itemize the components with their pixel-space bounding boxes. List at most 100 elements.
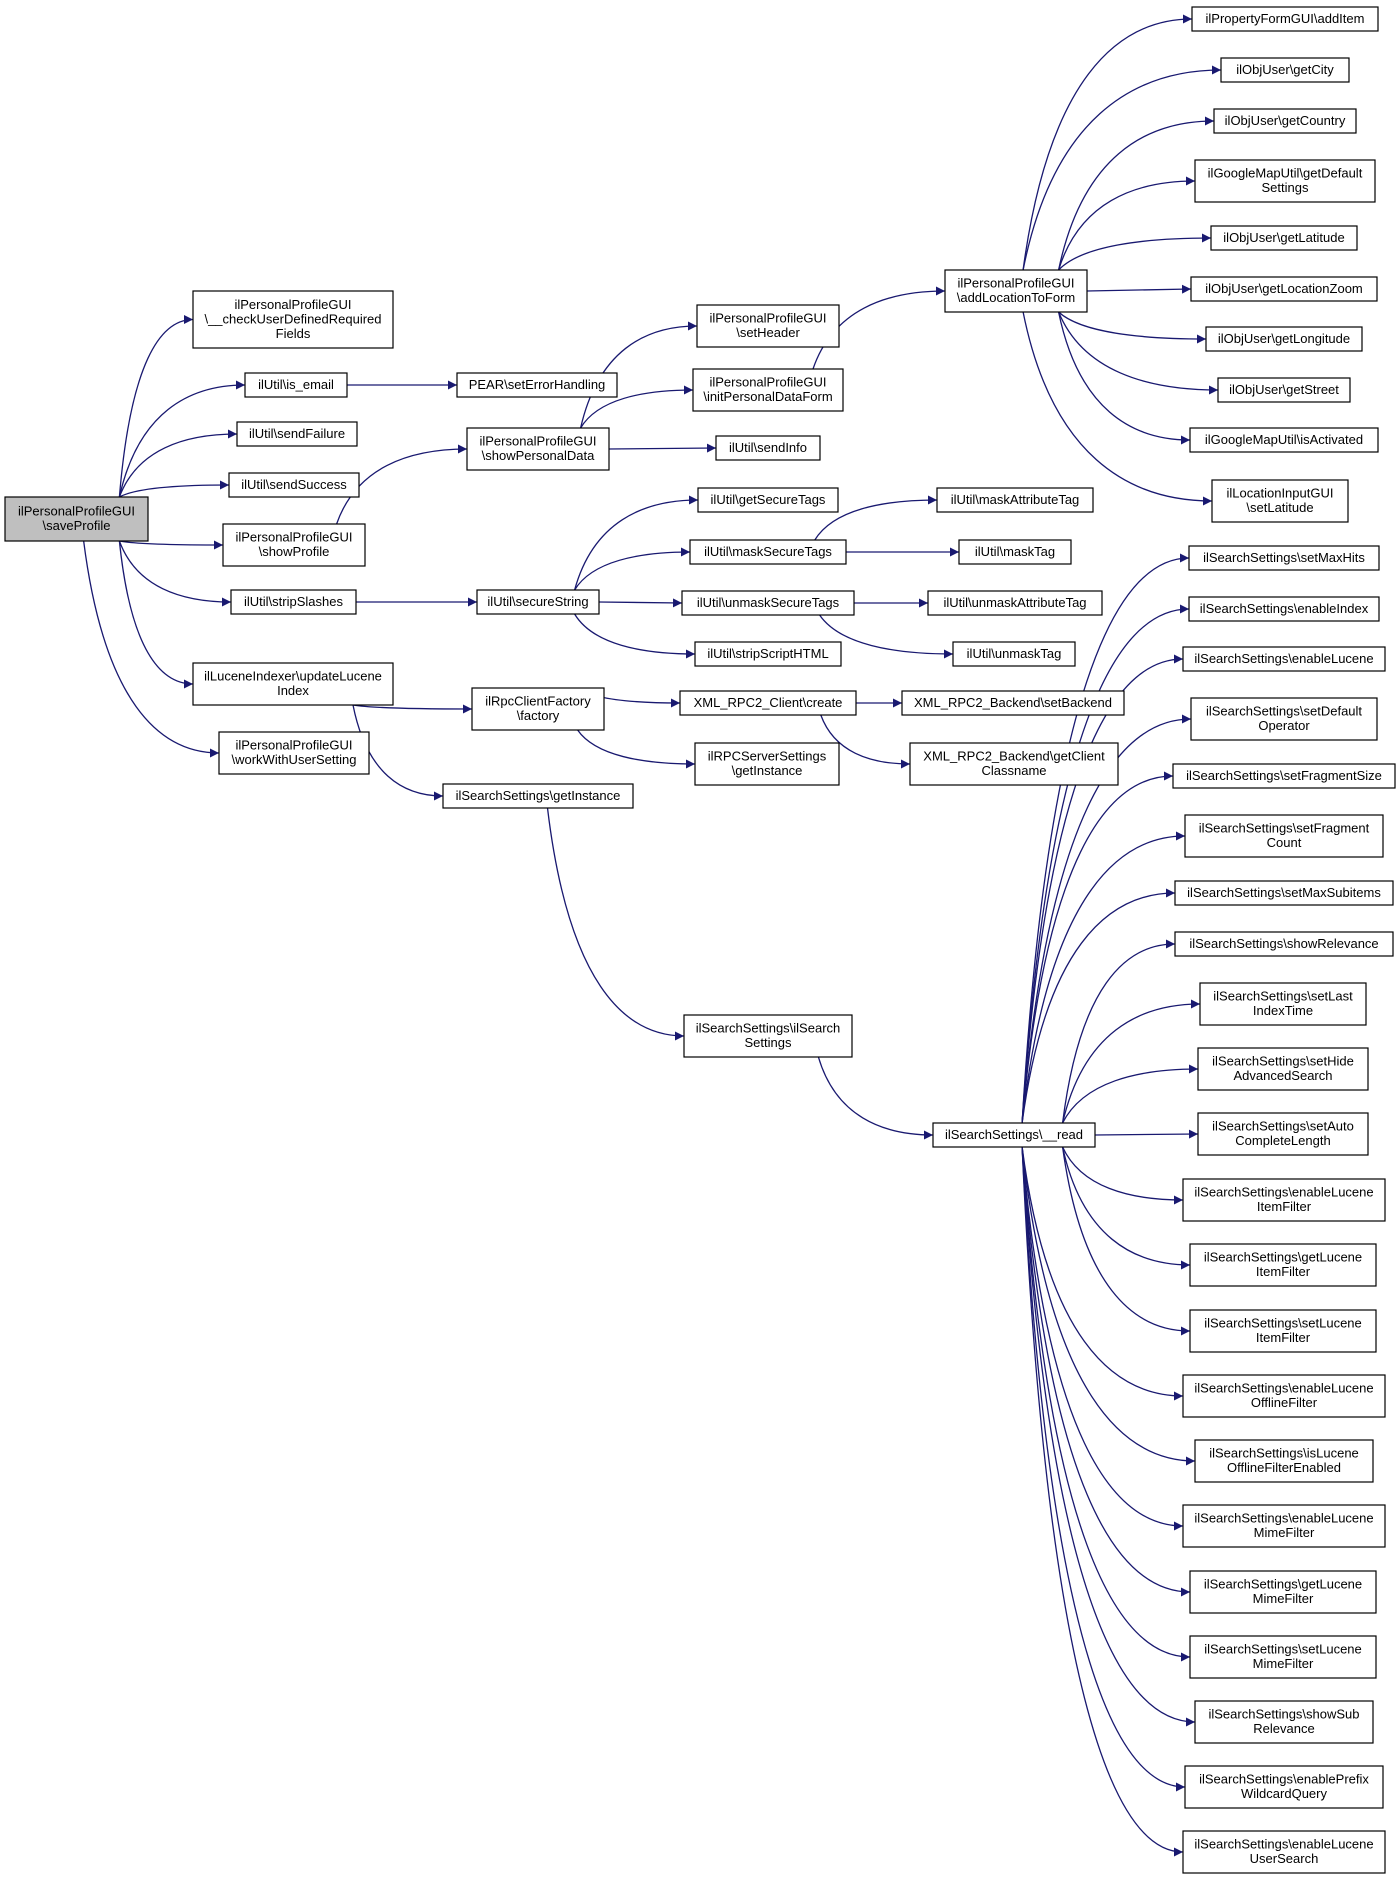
node-label-line: MimeFilter	[1253, 1656, 1314, 1671]
node-box	[4, 496, 149, 542]
edge-arrow	[118, 315, 194, 498]
node-box	[697, 487, 839, 513]
node-getLocationZoom[interactable]: ilObjUser\getLocationZoom	[1190, 276, 1378, 302]
edge-arrow	[119, 480, 230, 498]
node-label-line: XML_RPC2_Client\create	[694, 695, 843, 710]
edge-arrow	[1061, 939, 1176, 1124]
node-label-line: PEAR\setErrorHandling	[469, 377, 606, 392]
node-box	[932, 1122, 1096, 1148]
node-xmlCreate[interactable]: XML_RPC2_Client\create	[679, 690, 857, 716]
node-enableLucene[interactable]: ilSearchSettings\enableLucene	[1182, 646, 1386, 672]
edge-arrow	[574, 547, 691, 591]
node-label-line: ilObjUser\getLongitude	[1218, 331, 1350, 346]
node-sendFailure[interactable]: ilUtil\sendFailure	[236, 421, 358, 447]
edge-arrow	[1058, 311, 1207, 344]
node-initPersonalDataForm[interactable]: ilPersonalProfileGUI\initPersonalDataFor…	[692, 368, 844, 412]
node-stripScriptHTML[interactable]: ilUtil\stripScriptHTML	[694, 641, 842, 667]
node-read[interactable]: ilSearchSettings\__read	[932, 1122, 1096, 1148]
node-getCountry[interactable]: ilObjUser\getCountry	[1213, 108, 1357, 134]
node-rpcFactory[interactable]: ilRpcClientFactory\factory	[471, 687, 605, 731]
node-label-line: ilUtil\unmaskAttributeTag	[943, 595, 1086, 610]
node-label-line: \saveProfile	[43, 518, 111, 533]
node-setBackend[interactable]: XML_RPC2_Backend\setBackend	[901, 690, 1125, 716]
node-label-line: ilUtil\maskSecureTags	[704, 544, 832, 559]
node-sendInfo[interactable]: ilUtil\sendInfo	[715, 435, 821, 461]
edge-arrow	[598, 598, 683, 608]
edge-addLocationToForm-to-locSetLatitude	[1022, 311, 1213, 506]
node-label-line: \factory	[517, 708, 560, 723]
node-box	[927, 590, 1103, 616]
node-setMaxHits[interactable]: ilSearchSettings\setMaxHits	[1188, 545, 1380, 571]
node-searchGetInstance[interactable]: ilSearchSettings\getInstance	[442, 783, 634, 809]
edge-addLocationToForm-to-getLocationZoom	[1086, 284, 1192, 294]
node-showPersonalData[interactable]: ilPersonalProfileGUI\showPersonalData	[466, 427, 610, 471]
node-unmaskTag[interactable]: ilUtil\unmaskTag	[952, 641, 1076, 667]
edge-arrow	[1021, 1146, 1184, 1857]
node-unmaskAttributeTag[interactable]: ilUtil\unmaskAttributeTag	[927, 590, 1103, 616]
node-searchCtor[interactable]: ilSearchSettings\ilSearchSettings	[683, 1014, 853, 1058]
node-showRelevance[interactable]: ilSearchSettings\showRelevance	[1174, 931, 1394, 957]
node-showProfile[interactable]: ilPersonalProfileGUI\showProfile	[222, 523, 366, 567]
node-box	[471, 687, 605, 731]
node-maskAttributeTag[interactable]: ilUtil\maskAttributeTag	[936, 487, 1094, 513]
node-box	[681, 590, 855, 616]
node-isLuceneOfflineFilterEnabled[interactable]: ilSearchSettings\isLuceneOfflineFilterEn…	[1194, 1439, 1374, 1483]
node-sendSuccess[interactable]: ilUtil\sendSuccess	[228, 472, 360, 498]
node-unmaskSecureTags[interactable]: ilUtil\unmaskSecureTags	[681, 590, 855, 616]
edge-updateLucene-to-searchGetInstance	[352, 704, 444, 801]
node-checkUDF[interactable]: ilPersonalProfileGUI\__checkUserDefinedR…	[192, 290, 394, 349]
node-enableLuceneOfflineFilter[interactable]: ilSearchSettings\enableLuceneOfflineFilt…	[1182, 1374, 1386, 1418]
node-workWithUserSetting[interactable]: ilPersonalProfileGUI\workWithUserSetting	[218, 731, 370, 775]
node-box	[1190, 697, 1378, 741]
node-setHeader[interactable]: ilPersonalProfileGUI\setHeader	[696, 304, 840, 348]
node-getSecureTags[interactable]: ilUtil\getSecureTags	[697, 487, 839, 513]
node-box	[715, 435, 821, 461]
edge-read-to-isLuceneOfflineFilterEnabled	[1021, 1146, 1196, 1466]
node-label-line: Settings	[745, 1035, 792, 1050]
node-label-line: ilGoogleMapUtil\isActivated	[1205, 432, 1363, 447]
node-label-line: Classname	[981, 763, 1046, 778]
node-addItem[interactable]: ilPropertyFormGUI\addItem	[1191, 6, 1379, 32]
edge-arrow	[83, 540, 220, 758]
node-addLocationToForm[interactable]: ilPersonalProfileGUI\addLocationToForm	[944, 269, 1088, 313]
node-gmapIsActivated[interactable]: ilGoogleMapUtil\isActivated	[1189, 427, 1379, 453]
node-enablePrefixWildcardQuery[interactable]: ilSearchSettings\enablePrefixWildcardQue…	[1184, 1765, 1384, 1809]
node-saveProfile[interactable]: ilPersonalProfileGUI\saveProfile	[4, 496, 149, 542]
node-is_email[interactable]: ilUtil\is_email	[244, 372, 348, 398]
node-setMaxSubitems[interactable]: ilSearchSettings\setMaxSubitems	[1174, 880, 1394, 906]
node-box	[192, 662, 394, 706]
node-getLatitude[interactable]: ilObjUser\getLatitude	[1210, 225, 1358, 251]
node-box	[1182, 1374, 1386, 1418]
node-setFragmentSize[interactable]: ilSearchSettings\setFragmentSize	[1172, 763, 1396, 789]
node-secureString[interactable]: ilUtil\secureString	[476, 589, 600, 615]
node-setErrorHandling[interactable]: PEAR\setErrorHandling	[456, 372, 618, 398]
node-maskSecureTags[interactable]: ilUtil\maskSecureTags	[689, 539, 847, 565]
node-label-line: WildcardQuery	[1241, 1786, 1327, 1801]
edge-arrow	[1022, 311, 1213, 506]
node-locSetLatitude[interactable]: ilLocationInputGUI\setLatitude	[1211, 479, 1349, 523]
node-maskTag[interactable]: ilUtil\maskTag	[958, 539, 1072, 565]
node-rpcServerGetInstance[interactable]: ilRPCServerSettings\getInstance	[694, 742, 840, 786]
node-enableIndex[interactable]: ilSearchSettings\enableIndex	[1188, 596, 1380, 622]
node-getStreet[interactable]: ilObjUser\getStreet	[1217, 377, 1351, 403]
node-stripSlashes[interactable]: ilUtil\stripSlashes	[230, 589, 357, 615]
node-getCity[interactable]: ilObjUser\getCity	[1220, 57, 1350, 83]
node-getLongitude[interactable]: ilObjUser\getLongitude	[1205, 326, 1363, 352]
